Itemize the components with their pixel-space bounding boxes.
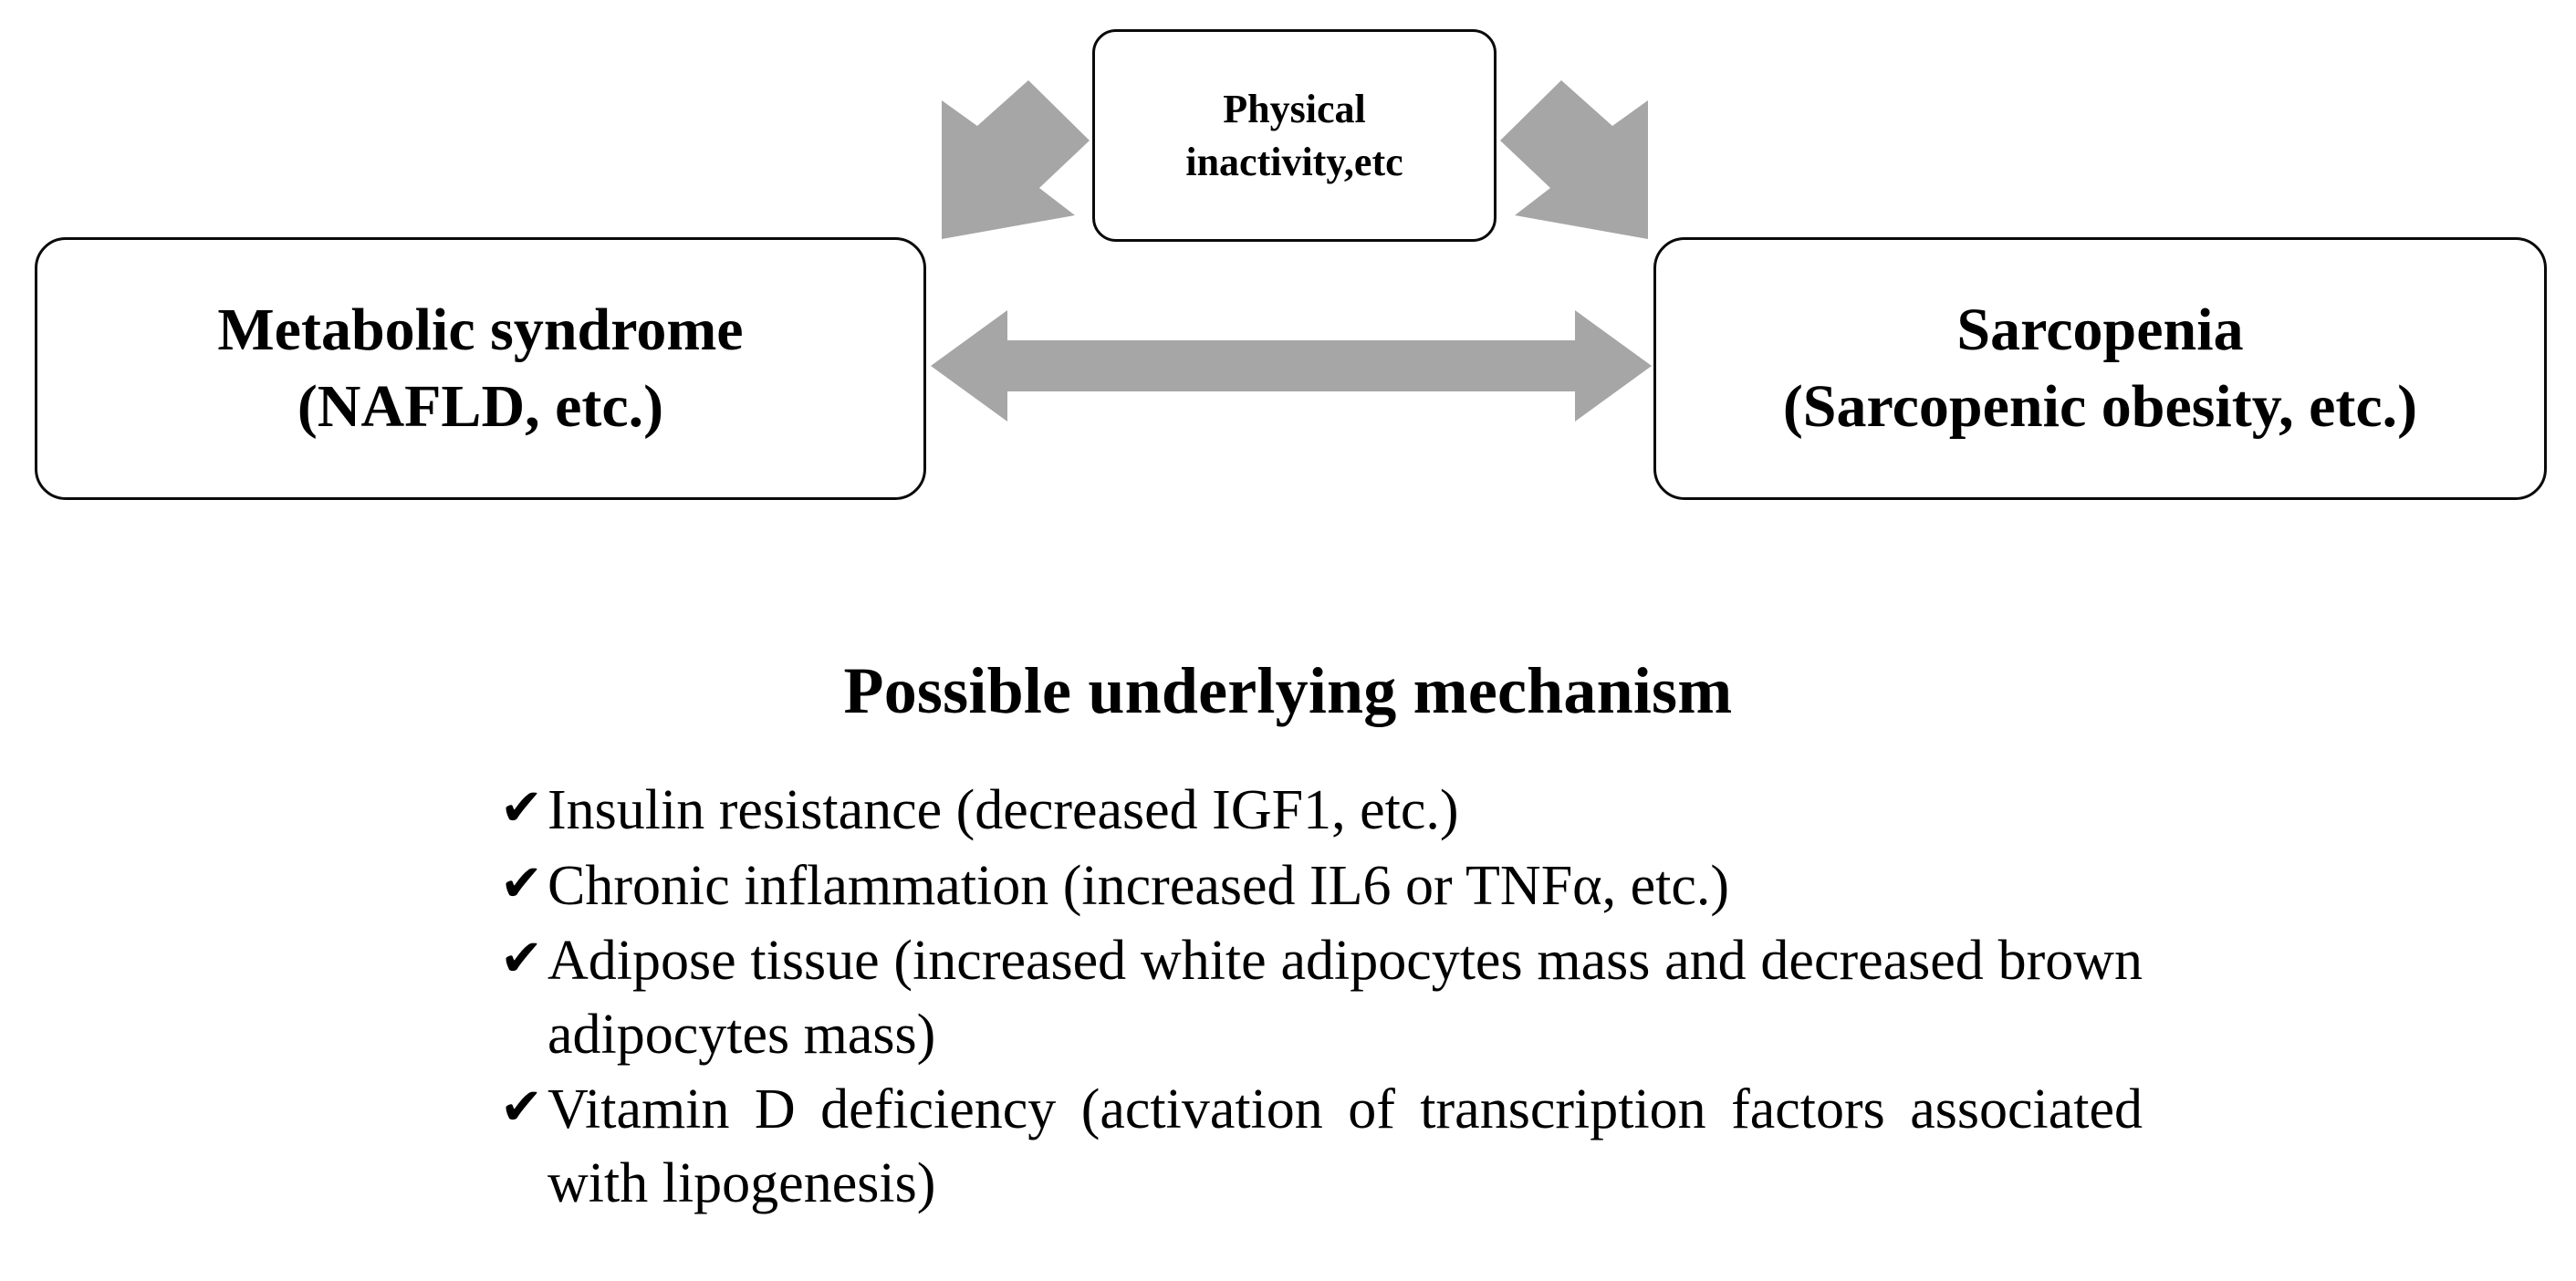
check-icon: ✔ xyxy=(500,1079,543,1137)
node-physical-inactivity-line-2: inactivity,etc xyxy=(1185,139,1403,184)
list-item: ✔ Vitamin D deficiency (activation of tr… xyxy=(500,1073,2143,1220)
list-item: ✔ Adipose tissue (increased white adipoc… xyxy=(500,924,2143,1071)
node-sarcopenia-line-2: (Sarcopenic obesity, etc.) xyxy=(1782,373,2418,440)
down-left-arrow-icon xyxy=(942,80,1090,239)
list-item-text: Insulin resistance (decreased IGF1, etc.… xyxy=(548,779,1459,841)
check-icon: ✔ xyxy=(500,855,543,912)
list-item-text: Chronic inflammation (increased IL6 or T… xyxy=(548,854,1730,917)
node-physical-inactivity-line-1: Physical xyxy=(1223,87,1366,132)
list-item: ✔ Chronic inflammation (increased IL6 or… xyxy=(500,849,2143,923)
down-right-arrow-icon xyxy=(1500,80,1648,239)
check-icon: ✔ xyxy=(500,931,543,988)
mechanism-list: ✔ Insulin resistance (decreased IGF1, et… xyxy=(500,774,2143,1223)
bidirectional-arrow-icon xyxy=(931,310,1652,422)
mechanism-heading: Possible underlying mechanism xyxy=(843,654,1733,727)
node-metabolic-syndrome-line-1: Metabolic syndrome xyxy=(217,297,744,364)
check-icon: ✔ xyxy=(500,780,543,837)
node-metabolic-syndrome: Metabolic syndrome (NAFLD, etc.) xyxy=(35,237,926,500)
list-item-text: Vitamin D deficiency (activation of tran… xyxy=(548,1078,2143,1214)
list-item: ✔ Insulin resistance (decreased IGF1, et… xyxy=(500,774,2143,848)
node-sarcopenia: Sarcopenia (Sarcopenic obesity, etc.) xyxy=(1653,237,2547,500)
node-metabolic-syndrome-line-2: (NAFLD, etc.) xyxy=(297,373,664,440)
list-item-text: Adipose tissue (increased white adipocyt… xyxy=(548,930,2143,1066)
node-sarcopenia-line-1: Sarcopenia xyxy=(1956,297,2244,364)
node-physical-inactivity: Physical inactivity,etc xyxy=(1092,29,1497,242)
